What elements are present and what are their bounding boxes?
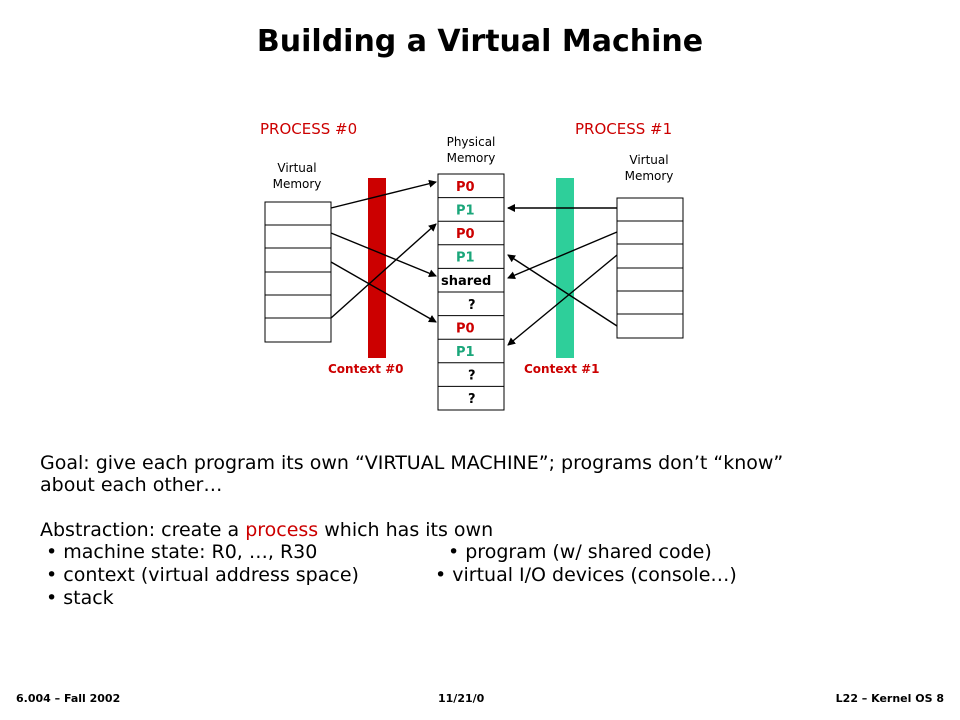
slide-title: Building a Virtual Machine [256,24,704,59]
footer-lecture: L22 – Kernel OS 8 [835,692,944,705]
bullet-context: • context (virtual address space) [46,564,359,586]
virtual-memory-right-line2: Memory [624,169,674,183]
virtual-memory-left-line1: Virtual [277,161,317,175]
physical-cell-label: P1 [456,203,475,218]
bullet-virtual-io: • virtual I/O devices (console…) [435,564,737,586]
virtual-memory-left-label: Virtual Memory [262,160,332,192]
goal-line-1: Goal: give each program its own “VIRTUAL… [40,452,784,474]
physical-memory-label-line1: Physical [446,135,496,149]
physical-cell-label: P1 [456,345,475,360]
physical-cell-label: shared [441,274,491,289]
context-0-mapping-arrows [330,179,437,323]
context-1-mapping-arrows [507,204,618,346]
physical-cell-label: ? [468,392,476,407]
context-0-bar [368,178,386,358]
physical-cell-label: ? [468,298,476,313]
physical-cell-label: P0 [456,227,475,242]
virtual-memory-right-line1: Virtual [629,153,669,167]
abstraction-line: Abstraction: create a process which has … [40,519,493,541]
process-1-label: PROCESS #1 [575,120,673,138]
process-0-label: PROCESS #0 [260,120,358,138]
physical-memory-label-line2: Memory [446,151,496,165]
abstraction-suffix: which has its own [318,519,494,541]
bullet-program: • program (w/ shared code) [448,541,712,563]
footer-date: 11/21/0 [438,692,485,705]
virtual-memory-left-table [264,201,332,343]
physical-cell-label: P1 [456,251,475,266]
bullet-stack: • stack [46,587,114,609]
footer-course: 6.004 – Fall 2002 [16,692,121,705]
context-1-label: Context #1 [524,362,600,376]
virtual-memory-right-table [616,197,684,339]
physical-cell-label: ? [468,369,476,384]
bullet-machine-state: • machine state: R0, …, R30 [46,541,318,563]
physical-memory-label: Physical Memory [436,134,506,166]
goal-line-2: about each other… [40,474,223,496]
context-1-bar [556,178,574,358]
abstraction-highlight: process [245,519,319,541]
abstraction-prefix: Abstraction: create a [40,519,246,541]
context-0-label: Context #0 [328,362,404,376]
virtual-memory-right-label: Virtual Memory [614,152,684,184]
physical-cell-label: P0 [456,180,475,195]
physical-cell-label: P0 [456,321,475,336]
virtual-memory-left-line2: Memory [272,177,322,191]
